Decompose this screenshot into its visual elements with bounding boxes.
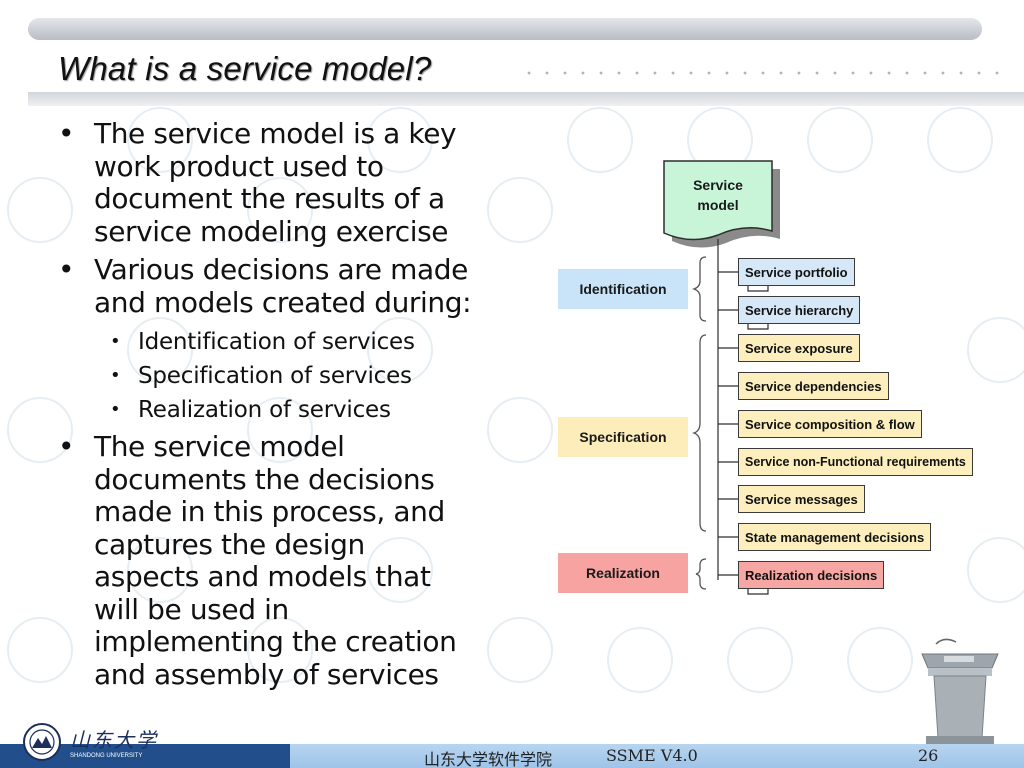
page-number: 26 [918, 746, 939, 765]
footer-center-text: 山东大学软件学院 [424, 750, 553, 768]
bullet-line: captures the design [94, 527, 365, 561]
university-logo-text: 山东大学 [70, 728, 158, 752]
sub-bullet-list: • Identification of services • Specificati… [94, 325, 548, 427]
phase-identification: Identification [558, 269, 688, 309]
sub-bullet-text: Realization of services [138, 397, 391, 423]
bullet-line: Various decisions are made [94, 253, 468, 286]
phase-realization: Realization [558, 553, 688, 593]
bullet-dot-icon: • [110, 399, 121, 420]
root-label-line: model [697, 197, 739, 213]
university-logo-subtext: SHANDONG UNIVERSITY [70, 753, 143, 759]
bullet-dot-icon: • [58, 117, 75, 150]
sub-bullet-item: • Specification of services [58, 359, 548, 393]
item-service-composition-flow: Service composition & flow [738, 410, 922, 438]
bullet-line: and models created during: [94, 285, 472, 319]
bullet-item: • The service model documents the decisi… [58, 430, 548, 691]
sub-bullet-text: Identification of services [138, 329, 415, 355]
item-service-exposure: Service exposure [738, 334, 860, 362]
item-service-hierarchy: Service hierarchy [738, 296, 861, 324]
sub-bullet-text: Specification of services [138, 363, 412, 389]
bullet-line: The service model is a key [94, 117, 457, 150]
item-state-management-decisions: State management decisions [738, 523, 932, 551]
root-label-line: Service [693, 177, 743, 193]
diagram-connectors [663, 160, 780, 595]
bullet-line: The service model [94, 430, 345, 463]
bullet-dot-icon: • [110, 365, 121, 386]
bullet-item: • The service model is a key work produc… [58, 117, 548, 248]
bullet-line: work product used to [94, 149, 384, 183]
item-realization-decisions: Realization decisions [738, 561, 885, 589]
title-dots [520, 70, 1000, 76]
bullet-dot-icon: • [58, 253, 75, 286]
slide-title: What is a service model? [58, 50, 432, 87]
title-bar-top [28, 18, 982, 40]
service-model-diagram: Service model Identification Specificati… [556, 155, 1024, 605]
phase-specification: Specification [558, 417, 688, 457]
sub-bullet-item: • Identification of services [58, 325, 548, 359]
item-service-non-functional-requirements: Service non-Functional requirements [738, 448, 973, 476]
title-bar-bottom [28, 92, 1024, 106]
bullet-line: aspects and models that [94, 560, 431, 593]
bullet-dot-icon: • [58, 430, 75, 463]
bullet-line: document the results of a [94, 182, 445, 215]
bullet-line: documents the decisions [94, 462, 435, 496]
podium-image [918, 636, 1002, 746]
background-watermark [0, 100, 1024, 740]
bullet-list: • The service model is a key work produc… [58, 117, 548, 697]
bullet-line: will be used in [94, 592, 289, 626]
item-service-messages: Service messages [738, 485, 865, 513]
university-logo [22, 722, 152, 766]
bullet-line: service modeling exercise [94, 214, 449, 248]
bullet-line: implementing the creation [94, 625, 457, 658]
service-model-root: Service model [668, 175, 768, 215]
sub-bullet-item: • Realization of services [58, 393, 548, 427]
item-service-dependencies: Service dependencies [738, 372, 889, 400]
bullet-line: made in this process, and [94, 495, 445, 528]
bullet-dot-icon: • [110, 331, 121, 352]
bullet-item: • Various decisions are made and models … [58, 253, 548, 319]
footer-version: SSME V4.0 [606, 746, 698, 765]
item-service-portfolio: Service portfolio [738, 258, 855, 286]
bullet-line: and assembly of services [94, 657, 439, 691]
